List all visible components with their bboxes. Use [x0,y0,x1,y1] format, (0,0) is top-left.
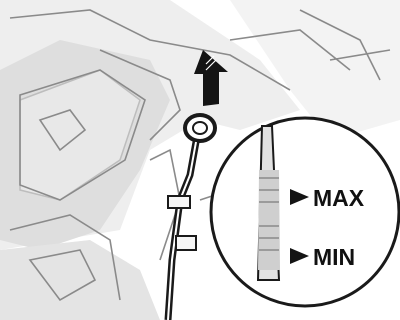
dipstick-handle [185,115,215,141]
dipstick-detail-inset: MAX MIN [211,118,399,306]
min-label: MIN [313,244,355,270]
max-label: MAX [313,185,365,211]
